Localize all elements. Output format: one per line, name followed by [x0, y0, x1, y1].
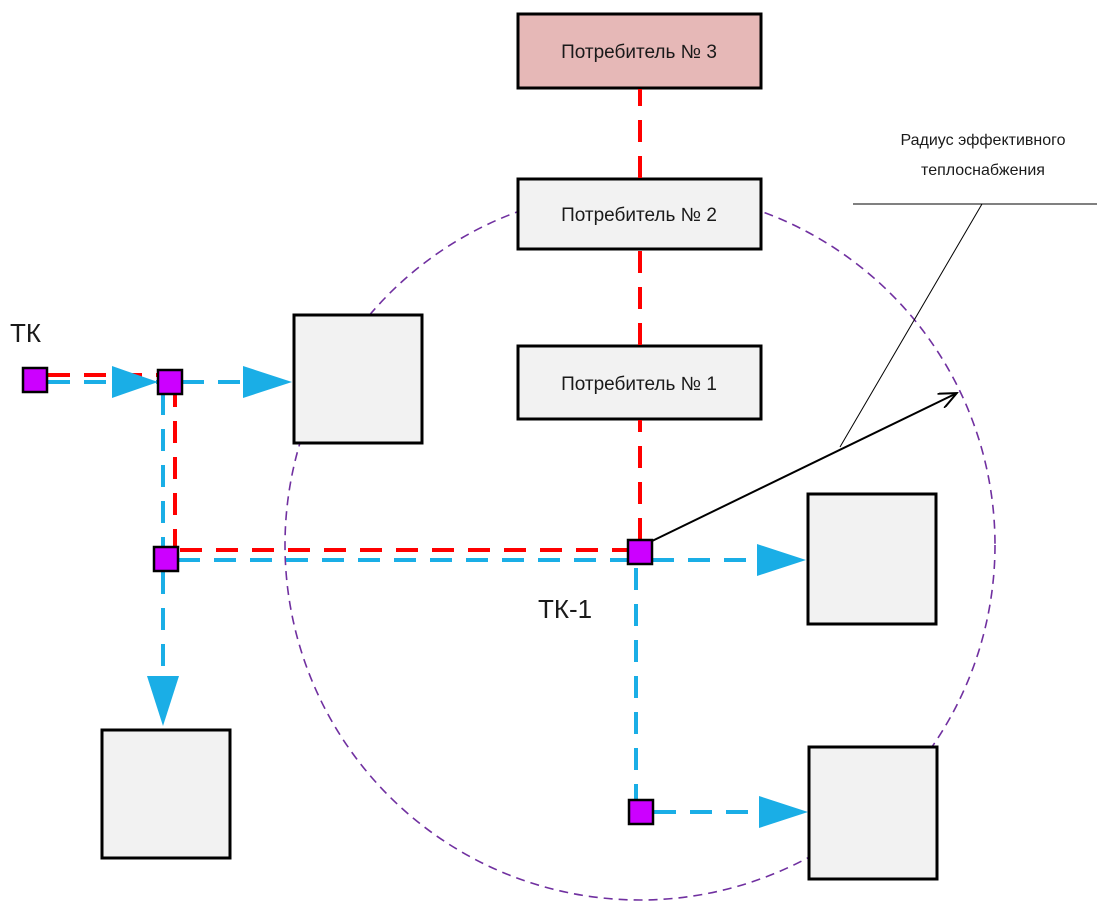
return-pipelines [48, 380, 772, 814]
node-tk1-label: ТК-1 [538, 594, 592, 624]
radius-leader-line [839, 203, 983, 448]
node-tk-label: ТК [10, 318, 41, 348]
flow-arrow-to-top-left-building [243, 366, 292, 398]
flow-arrow-tk-junction [112, 366, 158, 398]
supply-pipelines [48, 89, 642, 552]
building-right-middle [806, 492, 938, 626]
consumer-1-label: Потребитель № 1 [561, 374, 717, 395]
radius-arrow [649, 394, 955, 543]
flow-arrow-to-bottom-left-building [147, 676, 179, 726]
node-tk1 [626, 538, 654, 566]
node-junction-top [156, 368, 184, 396]
building-right-bottom [807, 745, 939, 881]
building-top-left [292, 313, 424, 445]
consumer-3-box: Потребитель № 3 [516, 12, 763, 90]
radius-label-line2: теплоснабжения [921, 162, 1045, 179]
nodes [21, 366, 655, 826]
flow-arrow-to-right-bottom-building [759, 796, 808, 828]
node-tk [21, 366, 49, 394]
building-bottom-left [100, 728, 232, 860]
flow-arrows [112, 366, 808, 828]
consumer-1-box: Потребитель № 1 [516, 344, 763, 421]
radius-label-line1: Радиус эффективного [900, 132, 1065, 149]
node-bottom [627, 798, 655, 826]
flow-arrow-to-right-middle-building [757, 544, 806, 576]
consumer-2-label: Потребитель № 2 [561, 205, 717, 226]
consumer-2-box: Потребитель № 2 [516, 177, 763, 251]
node-junction-left [152, 545, 180, 573]
consumer-3-label: Потребитель № 3 [561, 42, 717, 63]
